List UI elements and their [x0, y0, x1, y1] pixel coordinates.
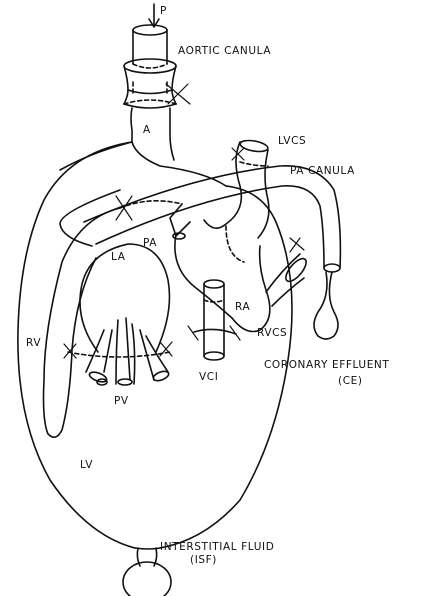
rvcs-label: RVCS [257, 327, 287, 339]
vci-label: VCI [199, 371, 218, 383]
aorta-label: A [143, 124, 151, 136]
interstitial-fluid-label: INTERSTITIAL FLUID [160, 541, 274, 553]
pa-label: PA [143, 237, 157, 249]
aorta-vessel [60, 108, 226, 186]
lv-label: LV [80, 459, 93, 471]
vci-vessel [188, 280, 240, 360]
la-label: LA [111, 251, 126, 263]
ce-label: (CE) [338, 375, 363, 387]
rvcs-vessel [266, 238, 310, 306]
ce-drop [314, 272, 338, 339]
pv-label: PV [114, 395, 129, 407]
pulmonary-veins [64, 318, 172, 385]
isf-label: (ISF) [190, 554, 217, 566]
coronary-effluent-label: CORONARY EFFLUENT [264, 359, 389, 371]
ra-label: RA [235, 301, 250, 313]
right-atrium-outline [175, 226, 270, 332]
aortic-canula-label: AORTIC CANULA [178, 45, 271, 57]
heart-outline [18, 142, 292, 549]
aortic-ligature-rings [124, 59, 190, 108]
rv-label: RV [26, 337, 41, 349]
pa-canula-label: PA CANULA [290, 165, 355, 177]
lvcs-label: LVCS [278, 135, 306, 147]
pressure-arrow [149, 4, 159, 27]
pa-stub [170, 204, 190, 239]
isf-drop [123, 548, 171, 596]
pressure-label: P [160, 5, 167, 17]
